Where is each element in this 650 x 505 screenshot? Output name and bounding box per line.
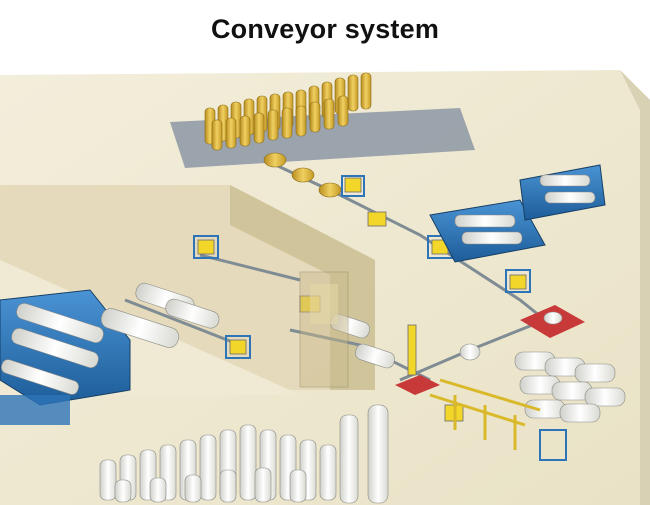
- gold-roll-storage: [204, 72, 372, 198]
- turntable-icon: [395, 305, 585, 395]
- standing-rolls-field: [99, 404, 389, 504]
- page-title: Conveyor system: [210, 14, 440, 44]
- slitter-machine-icon: [429, 164, 606, 263]
- gantry-crane: [429, 378, 541, 450]
- glass-elevator: [299, 271, 349, 388]
- conveyor-illustration: [0, 70, 650, 505]
- roll-lift-icon: [193, 175, 567, 461]
- unwound-rolls: [100, 282, 481, 369]
- winder-machine-icon: [0, 289, 131, 425]
- storage-rolls-icon: [514, 351, 626, 423]
